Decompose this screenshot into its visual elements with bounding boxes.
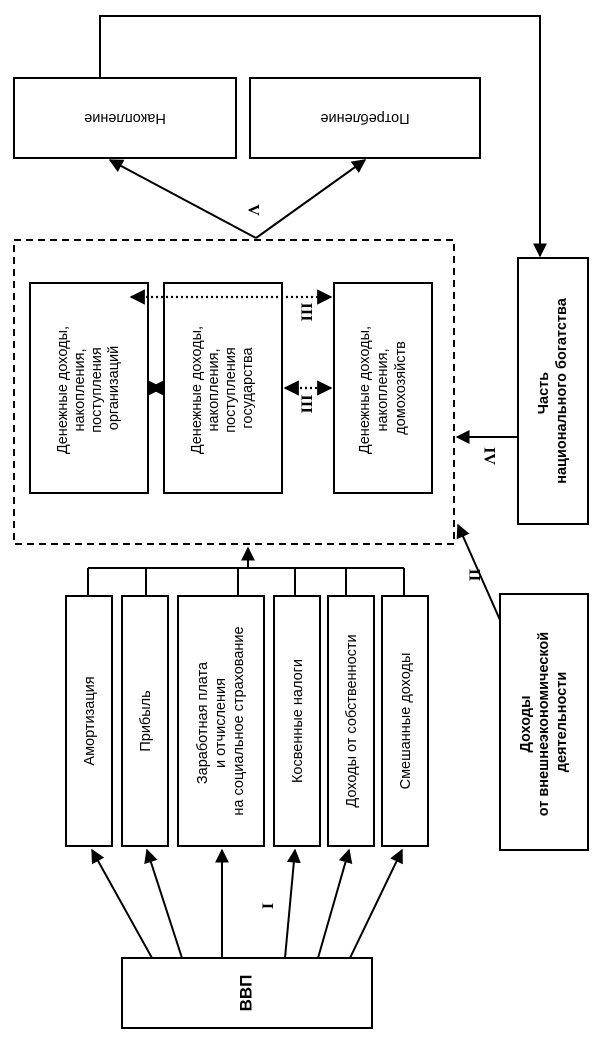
component-2-line-1: Прибыль — [138, 690, 154, 751]
national-wealth-box — [517, 257, 589, 525]
component-box-4 — [273, 595, 321, 847]
arrow-gdp-to-component-2 — [144, 848, 183, 959]
foreign-income-line-3: деятельности — [554, 672, 570, 773]
state-line-2: накопления, — [206, 349, 222, 432]
accumulation-label: Накопление — [84, 110, 166, 126]
sectors-container — [13, 239, 455, 545]
state-text: Денежные доходы, накопления, поступления… — [189, 322, 256, 454]
gdp-label: ВВП — [236, 975, 255, 1012]
arrow-gdp-to-component-5 — [317, 848, 353, 959]
arrow-to-accumulation — [108, 159, 257, 239]
households-line-1: Денежные доходы, — [357, 326, 373, 454]
component-text-3: Заработная плата и отчисления на социаль… — [195, 626, 247, 815]
organizations-line-3: поступления — [89, 347, 105, 433]
households-line-3: домохозяйств — [393, 341, 409, 435]
foreign-income-line-1: Доходы — [518, 696, 534, 753]
components-bus-drops — [87, 568, 405, 596]
component-box-2 — [121, 595, 169, 847]
component-box-6 — [381, 595, 429, 847]
national-wealth-text: Часть национального богатства — [536, 297, 570, 484]
arrow-gdp-to-component-1 — [91, 848, 153, 959]
organizations-line-2: накопления, — [72, 349, 88, 432]
organizations-box — [29, 282, 149, 494]
state-line-4: государства — [240, 346, 256, 428]
state-line-3: поступления — [223, 347, 239, 433]
state-box — [163, 282, 283, 494]
accumulation-box — [13, 77, 237, 159]
roman-iii-top: III — [297, 303, 314, 322]
component-1-line-1: Амортизация — [82, 676, 98, 765]
national-wealth-line-2: национального богатства — [554, 297, 570, 484]
component-6-line-1: Смешанные доходы — [398, 653, 414, 790]
roman-iii-bottom: III — [297, 395, 314, 414]
households-line-2: накопления, — [375, 349, 391, 432]
component-text-2: Прибыль — [138, 690, 154, 751]
component-3-line-2: и отчисления — [213, 678, 229, 768]
component-5-line-1: Доходы от собственности — [344, 634, 360, 807]
component-text-1: Амортизация — [82, 676, 98, 765]
consumption-box — [249, 77, 481, 159]
organizations-line-4: организаций — [106, 346, 122, 431]
component-box-5 — [327, 595, 375, 847]
roman-ii: II — [465, 569, 482, 581]
households-box — [333, 282, 433, 494]
arrow-to-consumption — [255, 159, 367, 239]
arrow-gdp-to-component-4 — [284, 848, 301, 959]
component-4-line-1: Косвенные налоги — [290, 659, 306, 783]
roman-i: I — [258, 903, 275, 909]
arrow-gdp-to-component-6 — [349, 848, 403, 959]
organizations-text: Денежные доходы, накопления, поступления… — [55, 322, 122, 454]
state-line-1: Денежные доходы, — [189, 326, 205, 454]
roman-iv: IV — [480, 447, 497, 465]
national-wealth-line-1: Часть — [536, 372, 552, 414]
roman-v: V — [244, 204, 261, 216]
foreign-income-line-2: от внешнеэкономической — [536, 632, 552, 816]
component-3-line-3: на социальное страхование — [231, 626, 247, 815]
organizations-line-1: Денежные доходы, — [55, 326, 71, 454]
arrow-foreign-to-sectors — [456, 523, 501, 621]
component-box-1 — [65, 595, 113, 847]
foreign-income-box — [499, 593, 589, 851]
foreign-income-text: Доходы от внешнеэкономической деятельнос… — [518, 628, 570, 817]
households-text: Денежные доходы, накопления, домохозяйст… — [357, 322, 409, 454]
component-box-3 — [177, 595, 265, 847]
consumption-label: Потребление — [320, 110, 409, 126]
component-text-6: Смешанные доходы — [398, 653, 414, 790]
component-3-line-1: Заработная плата — [195, 661, 211, 784]
component-text-4: Косвенные налоги — [290, 659, 306, 783]
arrow-accumulation-to-wealth — [99, 15, 547, 258]
gdp-box — [121, 957, 373, 1029]
component-text-5: Доходы от собственности — [344, 634, 360, 807]
